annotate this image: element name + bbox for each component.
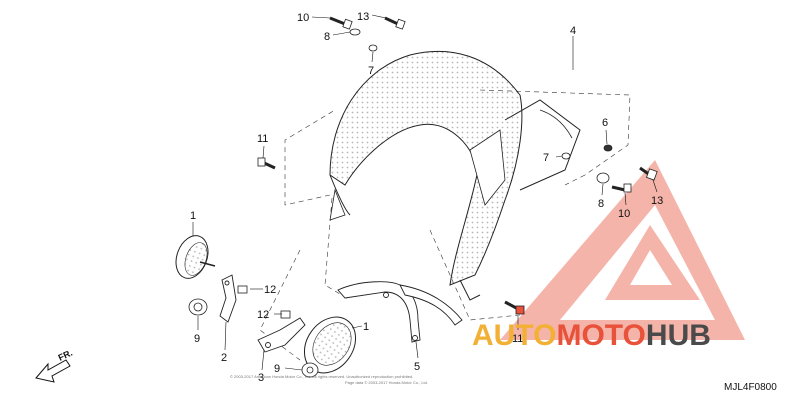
- watermark-moto: MOTO: [556, 319, 645, 352]
- callout-labels: 10 13 8 4 7 6 7 11 8 10 13 1 12 12 9 2 3…: [190, 11, 663, 384]
- callout-8-top: 8: [324, 31, 330, 43]
- reflector-bracket: [219, 274, 237, 323]
- callout-6: 6: [602, 117, 608, 129]
- copyright-line-1: © 2003-2017 American Honda Motor Co., In…: [230, 374, 413, 379]
- callout-12-a: 12: [264, 284, 276, 296]
- left-reflector: [175, 235, 216, 279]
- callout-8-right: 8: [598, 198, 604, 210]
- callout-7-right: 7: [543, 152, 549, 164]
- callout-13-top: 13: [357, 11, 369, 23]
- fender-stay: [337, 281, 463, 343]
- callout-5: 5: [414, 361, 420, 373]
- hardware: [237, 16, 658, 319]
- direction-label: FR.: [57, 348, 74, 363]
- callout-1-right: 1: [363, 321, 369, 333]
- callout-11-left: 11: [257, 133, 268, 145]
- watermark-triangle-icon: [500, 160, 745, 340]
- copyright-line-2: Page data © 2003-2017 Honda Motor Co., L…: [345, 380, 428, 385]
- front-fender: [329, 50, 581, 301]
- front-direction-arrow-icon: FR.: [35, 348, 74, 383]
- leader-lines: [192, 14, 658, 371]
- svg-text:AUTOMOTOHUB: AUTOMOTOHUB: [472, 319, 711, 352]
- callout-13-right: 13: [651, 195, 663, 207]
- callout-1-left: 1: [190, 210, 196, 222]
- callout-10-top: 10: [297, 12, 309, 24]
- callout-11-right: 11: [512, 333, 523, 345]
- grommet: [188, 298, 208, 316]
- stay-bracket: [257, 317, 306, 353]
- grommet-bottom: [301, 362, 319, 378]
- callout-7-top: 7: [368, 65, 374, 77]
- callout-3: 3: [258, 372, 264, 384]
- diagram-code: MJL4F0800: [724, 382, 777, 393]
- callout-9-left: 9: [194, 333, 200, 345]
- assembly-outline: [259, 89, 631, 361]
- callout-12-b: 12: [257, 309, 269, 321]
- callout-10-right: 10: [618, 208, 630, 220]
- watermark-auto: AUTO: [472, 319, 556, 352]
- callout-2: 2: [221, 352, 227, 364]
- watermark-hub: HUB: [646, 319, 711, 352]
- callout-9-bottom: 9: [274, 363, 280, 375]
- callout-4: 4: [570, 25, 576, 37]
- watermark-logo: AUTOMOTOHUB: [472, 319, 711, 352]
- right-reflector: [303, 316, 357, 374]
